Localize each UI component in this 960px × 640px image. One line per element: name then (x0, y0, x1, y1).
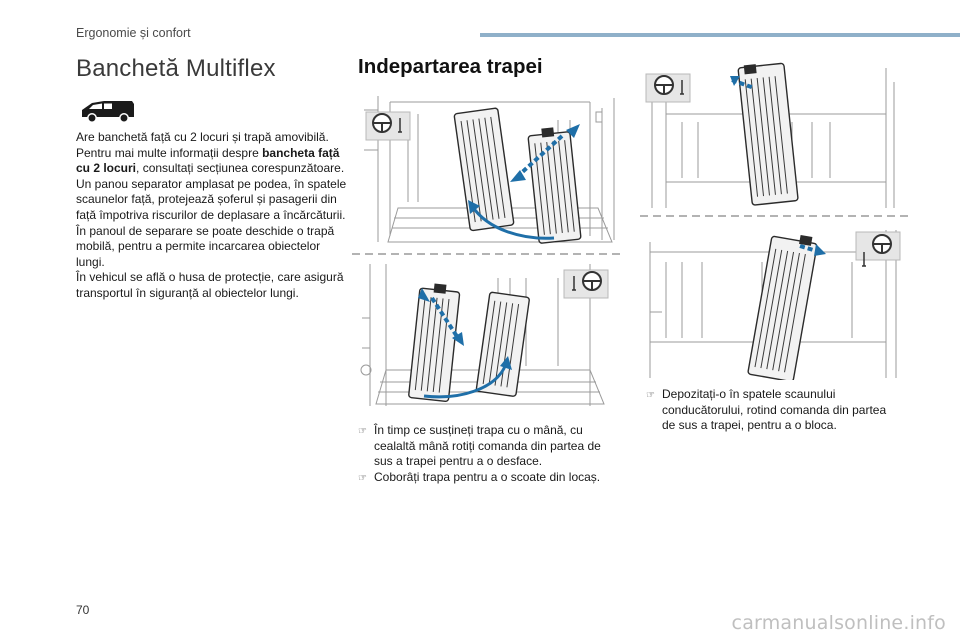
paragraph-2: Pentru mai multe informații despre banch… (76, 146, 351, 177)
intro-text: Are banchetă față cu 2 locuri și trapă a… (76, 130, 351, 302)
list-item: ☞ Depozitați-o în spatele scaunului cond… (646, 387, 902, 434)
bullet-text: Coborâți trapa pentru a o scoate din loc… (374, 469, 601, 484)
paragraph-4: În panoul de separare se poate deschide … (76, 223, 335, 269)
paragraph-2-end: , consultați secțiunea corespunzătoare. (136, 161, 345, 176)
separator-dashed-left (352, 253, 622, 255)
illustration-bottom-left (360, 264, 609, 406)
paragraph-2-bold: bancheta față cu 2 locuri (76, 145, 340, 176)
separator-dashed-right (640, 215, 910, 217)
paragraph-1: Are banchetă față cu 2 locuri și trapă a… (76, 130, 329, 144)
steering-wheel-icon (855, 231, 901, 267)
illustration-top-right (645, 62, 895, 208)
bullet-text: În timp ce susțineți trapa cu o mână, cu… (374, 423, 601, 469)
steering-wheel-icon (645, 73, 691, 103)
watermark: carmanualsonline.info (731, 612, 946, 634)
middle-bullet-list: ☞ În timp ce susțineți trapa cu o mână, … (358, 423, 618, 486)
right-bullet-list: ☞ Depozitați-o în spatele scaunului cond… (646, 387, 902, 434)
paragraph-3: Un panou separator amplasat pe podea, în… (76, 176, 347, 222)
header-accent-bar (480, 33, 960, 37)
illustration-bottom-right (649, 230, 901, 380)
steering-wheel-icon (563, 269, 609, 299)
list-item: ☞ Coborâți trapa pentru a o scoate din l… (358, 470, 618, 487)
list-item: ☞ În timp ce susțineți trapa cu o mână, … (358, 423, 618, 470)
paragraph-5: În vehicul se află o husa de protecție, … (76, 270, 344, 300)
illustration-top-left (364, 96, 615, 244)
pointing-finger-icon: ☞ (358, 472, 367, 484)
page-title: Banchetă Multiflex (76, 55, 276, 82)
steering-wheel-icon (365, 111, 411, 141)
pointing-finger-icon: ☞ (646, 390, 655, 401)
bullet-text: Depozitați-o în spatele scaunului conduc… (662, 387, 887, 433)
header-section-label: Ergonomie și confort (76, 26, 191, 40)
section-title: Indepartarea trapei (358, 55, 543, 78)
paragraph-2-start: Pentru mai multe informații despre (76, 145, 263, 160)
pointing-finger-icon: ☞ (358, 426, 367, 437)
page-number: 70 (76, 603, 90, 617)
van-icon (78, 95, 138, 125)
